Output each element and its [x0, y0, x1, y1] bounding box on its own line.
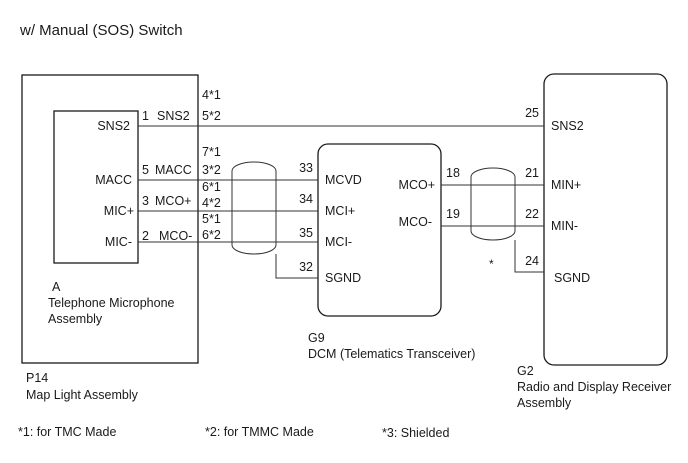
telephone-microphone-box — [53, 110, 139, 264]
shield-2 — [470, 167, 516, 241]
g9-code: G9 — [308, 331, 325, 345]
g2-pin-num-minm: 22 — [525, 207, 539, 221]
a-pin-num-micm: 2 — [142, 229, 149, 243]
p14-pin-macc-tmmc: 3*2 — [202, 163, 221, 177]
g9-pin-num-sgnd: 32 — [299, 260, 313, 274]
note-tmc: *1: for TMC Made — [18, 425, 116, 439]
g9-label-mcop: MCO+ — [399, 178, 435, 192]
p14-pin-sns2-tmc: 4*1 — [202, 88, 221, 102]
a-name-line2: Assembly — [48, 312, 103, 326]
g9-pin-num-mcip: 34 — [299, 192, 313, 206]
a-pin-label-macc: MACC — [155, 163, 192, 177]
g2-label-minp: MIN+ — [551, 178, 581, 192]
a-code: A — [52, 280, 61, 294]
g2-code: G2 — [517, 364, 534, 378]
a-inner-sns2: SNS2 — [97, 119, 130, 133]
p14-pin-micp-tmc: 6*1 — [202, 180, 221, 194]
diagram-title: w/ Manual (SOS) Switch — [19, 22, 183, 39]
g9-pin-num-mcvd: 33 — [299, 161, 313, 175]
map-light-assembly-box — [21, 74, 199, 364]
a-pin-label-micp: MCO+ — [155, 194, 191, 208]
g9-label-mcvd: MCVD — [325, 173, 362, 187]
a-name-line1: Telephone Microphone — [48, 296, 175, 310]
p14-code: P14 — [26, 371, 48, 385]
a-pin-num-macc: 5 — [142, 163, 149, 177]
g9-label-mcim: MCI- — [325, 235, 352, 249]
wire-shield-2-sgnd — [514, 240, 544, 273]
g2-label-sns2: SNS2 — [551, 119, 584, 133]
a-inner-macc: MACC — [95, 173, 132, 187]
g9-label-mcip: MCI+ — [325, 204, 355, 218]
a-pin-num-micp: 3 — [142, 194, 149, 208]
g9-pin-num-mcim: 35 — [299, 226, 313, 240]
g2-label-minm: MIN- — [551, 219, 578, 233]
g2-label-sgnd: SGND — [554, 271, 590, 285]
g2-name-line1: Radio and Display Receiver — [517, 380, 671, 394]
note-shielded: *3: Shielded — [382, 426, 449, 440]
g2-pin-num-sns2: 25 — [525, 106, 539, 120]
g9-pin-num-mcop: 18 — [446, 166, 460, 180]
a-inner-micm: MIC- — [105, 235, 132, 249]
radio-display-receiver-box — [543, 73, 668, 366]
a-pin-num-sns2: 1 — [142, 109, 149, 123]
g2-name-line2: Assembly — [517, 396, 572, 410]
dcm-box — [317, 143, 442, 317]
p14-pin-micp-tmmc: 4*2 — [202, 196, 221, 210]
g9-pin-num-mcom: 19 — [446, 207, 460, 221]
p14-pin-macc-tmc: 7*1 — [202, 145, 221, 159]
g9-label-mcom: MCO- — [399, 215, 432, 229]
wire-shield-1-sgnd — [275, 254, 318, 279]
shield-1 — [231, 161, 277, 255]
a-pin-label-sns2: SNS2 — [157, 109, 190, 123]
g9-label-sgnd: SGND — [325, 271, 361, 285]
shield-mark: * — [489, 257, 494, 271]
g2-pin-num-sgnd: 24 — [525, 254, 539, 268]
g2-pin-num-minp: 21 — [525, 166, 539, 180]
note-tmmc: *2: for TMMC Made — [205, 425, 314, 439]
p14-pin-micm-tmc: 5*1 — [202, 212, 221, 226]
g9-name: DCM (Telematics Transceiver) — [308, 347, 475, 361]
a-inner-micp: MIC+ — [104, 204, 134, 218]
p14-name: Map Light Assembly — [26, 388, 139, 402]
p14-pin-sns2-tmmc: 5*2 — [202, 109, 221, 123]
p14-pin-micm-tmmc: 6*2 — [202, 228, 221, 242]
a-pin-label-micm: MCO- — [159, 229, 192, 243]
